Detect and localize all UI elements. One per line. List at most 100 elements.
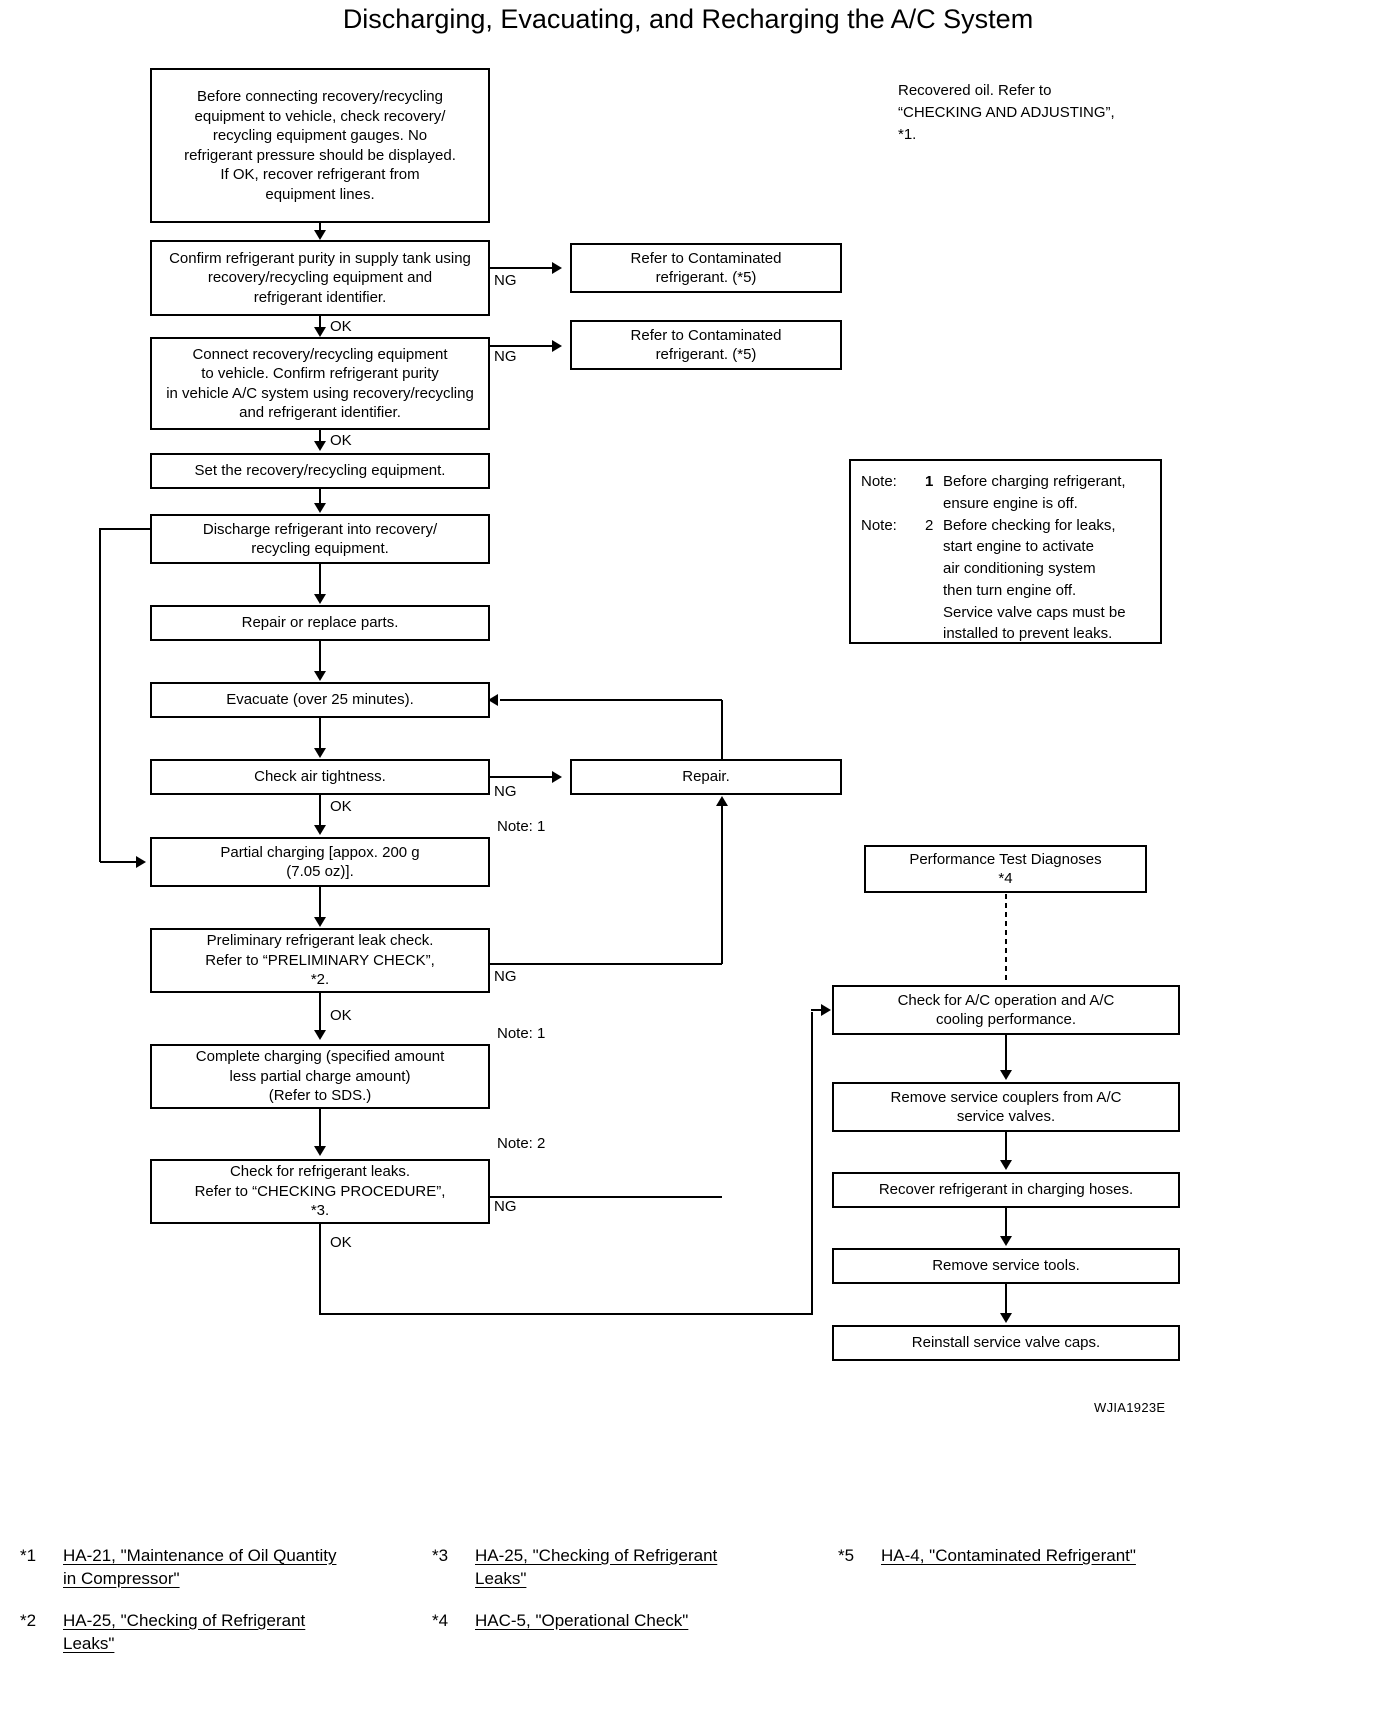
connector-line bbox=[319, 1224, 321, 1314]
footnote-mark-1: *1 bbox=[20, 1546, 37, 1565]
box-partial-charging: Partial charging [appox. 200 g (7.05 oz)… bbox=[150, 837, 490, 887]
box-complete-charging: Complete charging (specified amount less… bbox=[150, 1044, 490, 1109]
footnote-mark-4: *4 bbox=[432, 1611, 449, 1630]
box-performance-test-diagnoses-text: Performance Test Diagnoses *4 bbox=[909, 850, 1102, 888]
box-remove-service-tools-text: Remove service tools. bbox=[932, 1257, 1080, 1275]
arrow-down-icon bbox=[1000, 1070, 1012, 1080]
connector-line bbox=[319, 564, 321, 594]
recovered-oil-note: Recovered oil. Refer to “CHECKING AND AD… bbox=[898, 82, 1115, 143]
arrow-down-icon bbox=[314, 671, 326, 681]
connector-line bbox=[721, 806, 723, 964]
box-check-refrigerant-leaks-text: Check for refrigerant leaks. Refer to “C… bbox=[194, 1163, 446, 1220]
footnote-link-5[interactable]: HA-4, "Contaminated Refrigerant" bbox=[881, 1546, 1136, 1565]
box-reinstall-valve-caps: Reinstall service valve caps. bbox=[832, 1325, 1180, 1361]
edge-label-note2: Note: 2 bbox=[497, 1135, 546, 1152]
footnote-link-2[interactable]: HA-25, "Checking of Refrigerant Leaks" bbox=[63, 1611, 306, 1653]
box-preliminary-leak-check: Preliminary refrigerant leak check. Refe… bbox=[150, 928, 490, 993]
box-check-ac-operation-text: Check for A/C operation and A/C cooling … bbox=[897, 991, 1115, 1029]
connector-line bbox=[319, 316, 321, 329]
arrow-down-icon bbox=[314, 748, 326, 758]
arrow-down-icon bbox=[314, 594, 326, 604]
arrow-down-icon bbox=[1000, 1236, 1012, 1246]
box-remove-service-couplers: Remove service couplers from A/C service… bbox=[832, 1082, 1180, 1132]
edge-label-note1-a: Note: 1 bbox=[497, 818, 546, 835]
arrow-left-icon bbox=[488, 694, 498, 706]
arrow-down-icon bbox=[314, 327, 326, 337]
box-confirm-supply-purity-text: Confirm refrigerant purity in supply tan… bbox=[169, 249, 471, 306]
box-evacuate-text: Evacuate (over 25 minutes). bbox=[226, 691, 414, 709]
box-set-equipment: Set the recovery/recycling equipment. bbox=[150, 453, 490, 489]
edge-label-ok-4: OK bbox=[330, 1007, 352, 1024]
connector-line bbox=[811, 1012, 813, 1314]
box-check-air-tightness: Check air tightness. bbox=[150, 759, 490, 795]
figure-code: WJIA1923E bbox=[1094, 1400, 1166, 1415]
box-contaminated-1-text: Refer to Contaminated refrigerant. (*5) bbox=[630, 249, 782, 287]
edge-label-ng-2: NG bbox=[494, 348, 517, 365]
arrow-down-icon bbox=[314, 825, 326, 835]
arrow-right-icon bbox=[136, 856, 146, 868]
connector-line bbox=[319, 641, 321, 671]
page-title: Discharging, Evacuating, and Recharging … bbox=[342, 4, 1034, 34]
box-check-air-tightness-text: Check air tightness. bbox=[254, 768, 386, 786]
footnote-link-3[interactable]: HA-25, "Checking of Refrigerant Leaks" bbox=[475, 1546, 718, 1588]
connector-line bbox=[319, 1109, 321, 1147]
note-label-1: Note: bbox=[861, 473, 897, 490]
note-text-2: Before checking for leaks, start engine … bbox=[943, 516, 1126, 643]
box-complete-charging-text: Complete charging (specified amount less… bbox=[195, 1048, 445, 1105]
connector-line bbox=[490, 1196, 722, 1198]
footnote-link-4[interactable]: HAC-5, "Operational Check" bbox=[475, 1611, 689, 1630]
note-box: Note: 1 Before charging refrigerant, ens… bbox=[849, 459, 1162, 644]
box-repair-or-replace-text: Repair or replace parts. bbox=[241, 614, 399, 632]
connector-line bbox=[490, 267, 554, 269]
arrow-right-icon bbox=[552, 771, 562, 783]
footnote-mark-3: *3 bbox=[432, 1546, 449, 1565]
arrow-down-icon bbox=[1000, 1313, 1012, 1323]
box-pre-check-text: Before connecting recovery/recycling equ… bbox=[184, 88, 456, 203]
box-reinstall-valve-caps-text: Reinstall service valve caps. bbox=[911, 1334, 1101, 1352]
box-discharge-refrigerant-text: Discharge refrigerant into recovery/ rec… bbox=[202, 520, 438, 558]
footnote-mark-5: *5 bbox=[838, 1546, 855, 1565]
arrow-right-icon bbox=[821, 1004, 831, 1016]
box-performance-test-diagnoses: Performance Test Diagnoses *4 bbox=[864, 845, 1147, 893]
connector-line bbox=[319, 223, 321, 232]
footnote-link-1[interactable]: HA-21, "Maintenance of Oil Quantity in C… bbox=[63, 1546, 337, 1588]
edge-label-ok-5: OK bbox=[330, 1234, 352, 1251]
footnote-mark-2: *2 bbox=[20, 1611, 37, 1630]
box-preliminary-leak-check-text: Preliminary refrigerant leak check. Refe… bbox=[205, 932, 435, 989]
connector-line bbox=[319, 993, 321, 1031]
connector-line bbox=[1005, 1208, 1007, 1236]
arrow-down-icon bbox=[1000, 1160, 1012, 1170]
arrow-down-icon bbox=[314, 503, 326, 513]
connector-line bbox=[99, 528, 151, 530]
box-check-refrigerant-leaks: Check for refrigerant leaks. Refer to “C… bbox=[150, 1159, 490, 1224]
box-repair-or-replace: Repair or replace parts. bbox=[150, 605, 490, 641]
connector-line bbox=[490, 776, 554, 778]
box-connect-equipment-text: Connect recovery/recycling equipment to … bbox=[166, 345, 474, 422]
note-row: Note: 1 Before charging refrigerant, ens… bbox=[861, 471, 1150, 515]
connector-line bbox=[319, 1313, 813, 1315]
edge-label-ok-2: OK bbox=[330, 432, 352, 449]
box-remove-service-tools: Remove service tools. bbox=[832, 1248, 1180, 1284]
connector-line bbox=[319, 430, 321, 443]
note-text-1: Before charging refrigerant, ensure engi… bbox=[943, 473, 1126, 512]
connector-line bbox=[100, 861, 138, 863]
connector-line bbox=[319, 489, 321, 504]
edge-label-ng-1: NG bbox=[494, 272, 517, 289]
connector-line bbox=[1005, 1132, 1007, 1160]
connector-line bbox=[1005, 1035, 1007, 1070]
connector-line bbox=[721, 700, 723, 761]
edge-label-note1-b: Note: 1 bbox=[497, 1025, 546, 1042]
box-confirm-supply-purity: Confirm refrigerant purity in supply tan… bbox=[150, 240, 490, 316]
box-evacuate: Evacuate (over 25 minutes). bbox=[150, 682, 490, 718]
box-contaminated-2-text: Refer to Contaminated refrigerant. (*5) bbox=[630, 326, 782, 364]
edge-label-ng-3: NG bbox=[494, 783, 517, 800]
box-set-equipment-text: Set the recovery/recycling equipment. bbox=[194, 462, 446, 480]
arrow-down-icon bbox=[314, 917, 326, 927]
edge-label-ok-1: OK bbox=[330, 318, 352, 335]
connector-line bbox=[319, 795, 321, 826]
arrow-down-icon bbox=[314, 1030, 326, 1040]
connector-line bbox=[99, 529, 101, 862]
box-pre-check: Before connecting recovery/recycling equ… bbox=[150, 68, 490, 223]
box-recover-refrigerant-hoses-text: Recover refrigerant in charging hoses. bbox=[878, 1181, 1134, 1199]
